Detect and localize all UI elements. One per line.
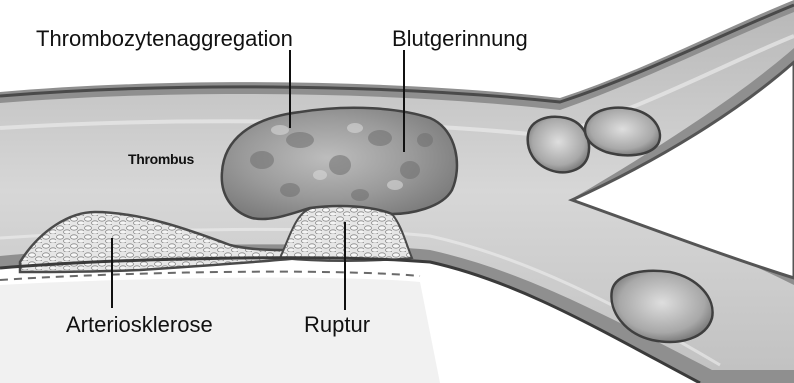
label-arteriosclerosis: Arteriosklerose	[66, 314, 213, 336]
label-thrombocyte-aggregation: Thrombozytenaggregation	[36, 28, 293, 50]
label-blood-clotting: Blutgerinnung	[392, 28, 528, 50]
floating-clot-2	[585, 108, 660, 156]
label-thrombus: Thrombus	[128, 152, 194, 166]
label-rupture: Ruptur	[304, 314, 370, 336]
